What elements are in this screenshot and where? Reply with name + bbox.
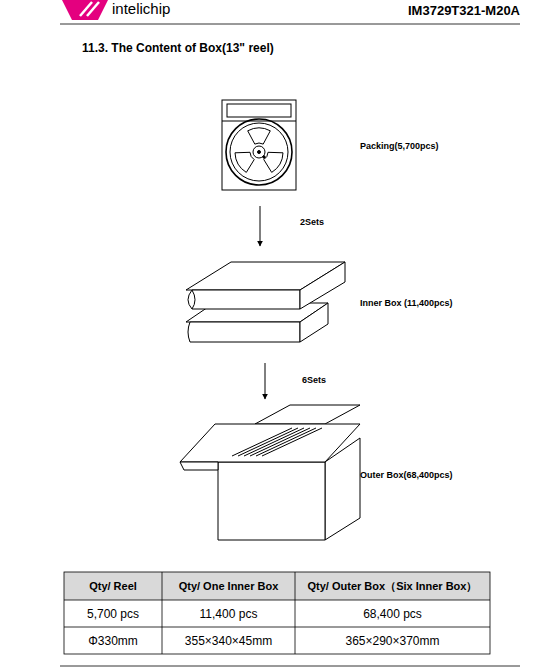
table-header: Qty/ Reel xyxy=(64,572,162,600)
inner-box: Inner Box (11,400pcs) xyxy=(183,260,505,345)
reel-pack xyxy=(222,100,296,190)
inner-box-pair xyxy=(186,262,345,342)
logo-mark xyxy=(62,0,108,20)
reel-packing: Packing(5,700pcs) xyxy=(215,100,505,192)
table-cell: 365×290×370mm xyxy=(295,627,490,654)
table-cell: 68,400 pcs xyxy=(295,600,490,627)
outer-box xyxy=(180,405,360,540)
table-cell: 355×340×45mm xyxy=(162,627,295,654)
table-header: Qty/ Outer Box（Six Inner Box） xyxy=(295,572,490,600)
table-grid xyxy=(64,572,490,654)
table-cell: 11,400 pcs xyxy=(162,600,295,627)
set-count: 2Sets xyxy=(300,217,324,227)
footer-rule xyxy=(60,666,520,667)
table-cell: Φ330mm xyxy=(64,627,162,654)
set-count: 6Sets xyxy=(302,375,326,385)
brand-name: intelichip xyxy=(112,0,170,17)
header-rule xyxy=(60,24,520,25)
flow-arrow xyxy=(260,206,261,246)
outer-box: Outer Box(68,400pcs) xyxy=(178,404,505,542)
quantity-label: Outer Box(68,400pcs) xyxy=(360,470,453,480)
section-title: 11.3. The Content of Box(13" reel) xyxy=(82,41,274,55)
table-header: Qty/ One Inner Box xyxy=(162,572,295,600)
quantity-label: Packing(5,700pcs) xyxy=(360,141,439,151)
quantity-label: Inner Box (11,400pcs) xyxy=(360,298,453,308)
part-number: IM3729T321-M20A xyxy=(408,3,520,18)
flow-arrow xyxy=(265,363,266,399)
table-cell: 5,700 pcs xyxy=(64,600,162,627)
